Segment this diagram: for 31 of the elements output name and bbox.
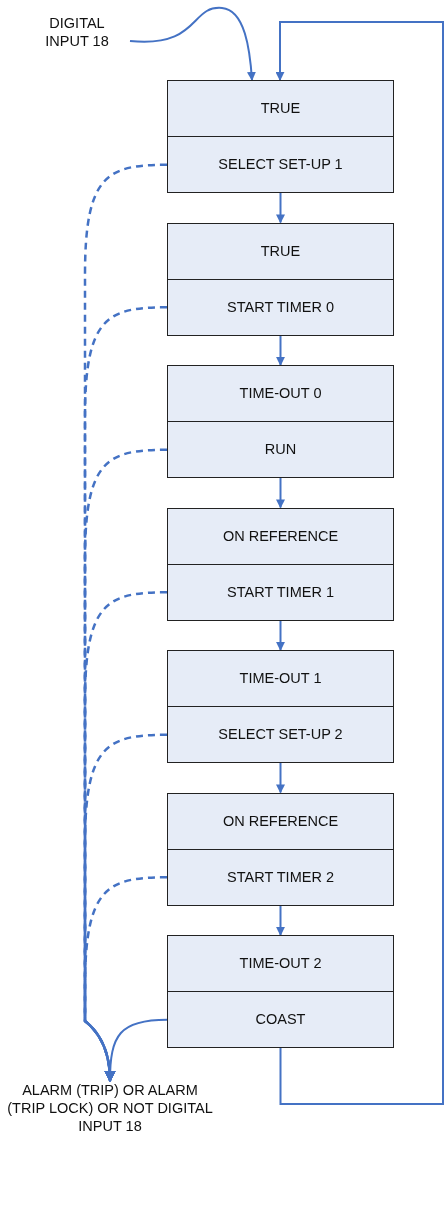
condition-text: TIME-OUT 2 xyxy=(239,954,322,973)
arrow xyxy=(276,192,285,224)
arrow xyxy=(276,762,285,794)
action-text: START TIMER 1 xyxy=(227,582,334,602)
condition-text: ON REFERENCE xyxy=(222,811,339,831)
state-box xyxy=(167,935,394,1048)
action-text: START TIMER 0 xyxy=(227,297,334,317)
arrow xyxy=(276,619,285,651)
condition-text: TIME-OUT 0 xyxy=(239,384,322,403)
arrow xyxy=(276,334,285,366)
arrow xyxy=(276,477,285,509)
arrow xyxy=(275,21,444,1105)
state-box xyxy=(167,222,394,336)
condition-text: TIME-OUT 1 xyxy=(239,669,322,688)
state-box xyxy=(167,650,394,763)
action-text: COAST xyxy=(255,1010,306,1029)
condition-text: TRUE xyxy=(260,241,301,261)
condition-text: ON REFERENCE xyxy=(222,526,339,546)
state-label: ALARM (TRIP) OR ALARM (TRIP LOCK) OR NOT DIGITAL INPUT 18 xyxy=(6,1081,214,1136)
state-box xyxy=(167,80,394,193)
state-box xyxy=(167,792,394,906)
state-box xyxy=(167,365,394,478)
action-text: START TIMER 2 xyxy=(227,867,334,887)
condition-text: TRUE xyxy=(260,99,301,118)
arrow xyxy=(276,904,285,936)
arrow xyxy=(129,7,256,81)
action-text: RUN xyxy=(264,440,297,459)
action-text: SELECT SET-UP 2 xyxy=(218,725,343,744)
action-text: SELECT SET-UP 1 xyxy=(218,155,343,174)
state-label: DIGITAL INPUT 18 xyxy=(44,14,110,51)
state-box xyxy=(167,507,394,621)
